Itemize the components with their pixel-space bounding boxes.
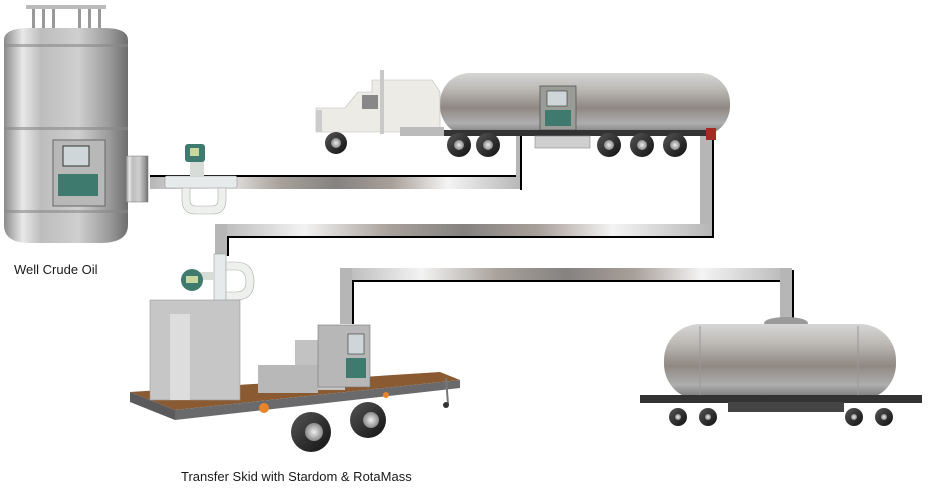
tanker-truck	[315, 70, 730, 157]
well-crude-oil-label: Well Crude Oil	[14, 262, 98, 277]
pipe-well-to-truck	[150, 130, 522, 190]
stardom-controller-panel	[317, 324, 371, 388]
stardom-controller-panel	[52, 139, 106, 207]
truck-wheels	[325, 132, 687, 157]
coriolis-flowmeter-1	[164, 144, 238, 215]
pipe-truck-to-skid	[215, 130, 714, 256]
transfer-skid-trailer	[130, 299, 460, 452]
railcar-wheels	[669, 408, 893, 426]
pipe-skid-to-railcar	[340, 268, 794, 324]
well-crude-oil-tank	[4, 5, 149, 243]
transfer-skid-label: Transfer Skid with Stardom & RotaMass	[181, 469, 412, 484]
rail-tank-car	[640, 317, 922, 426]
